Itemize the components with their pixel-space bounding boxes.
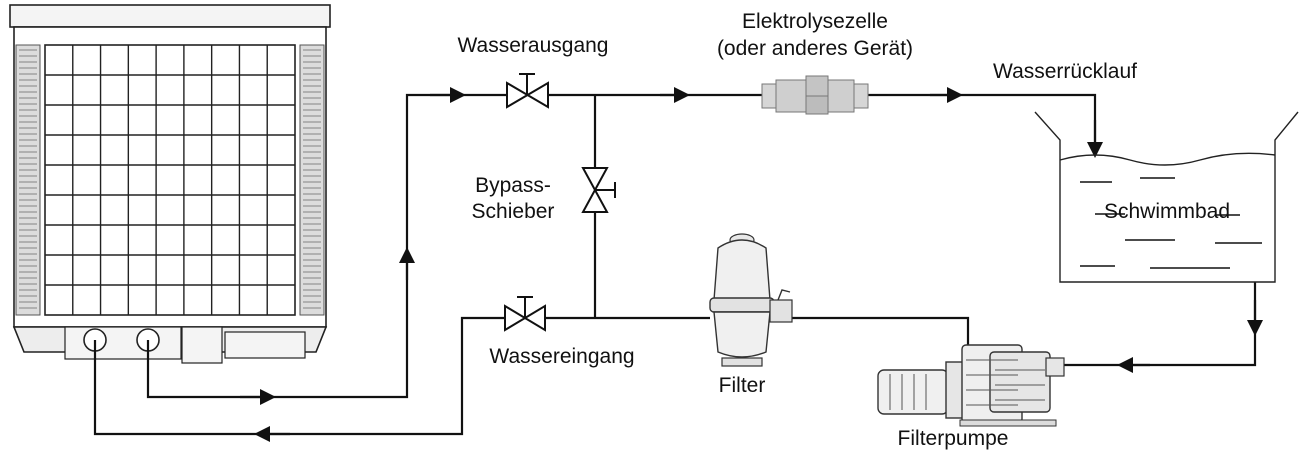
filter-pump-icon bbox=[877, 344, 1065, 427]
bypass-label-line1: Bypass- bbox=[475, 174, 551, 197]
bypass-valve-icon bbox=[581, 167, 616, 213]
heat-pump-unit-icon bbox=[9, 4, 331, 364]
bypass-label-line2: Schieber bbox=[472, 200, 555, 223]
filter-label: Filter bbox=[719, 374, 766, 397]
outlet-valve-icon bbox=[506, 73, 549, 109]
filter-icon bbox=[709, 233, 793, 367]
device-label-line1: Elektrolysezelle bbox=[742, 10, 888, 33]
inlet-valve-icon bbox=[504, 296, 546, 332]
outlet-label: Wasserausgang bbox=[458, 34, 609, 57]
pool-label: Schwimmbad bbox=[1104, 200, 1230, 223]
inlet-label: Wassereingang bbox=[489, 345, 634, 368]
electrolysis-cell-icon bbox=[761, 75, 869, 115]
return-label: Wasserrücklauf bbox=[993, 60, 1137, 83]
piping bbox=[93, 87, 1263, 442]
swimming-pool-icon bbox=[1034, 111, 1299, 283]
device-label-line2: (oder anderes Gerät) bbox=[717, 37, 913, 60]
pump-label: Filterpumpe bbox=[898, 427, 1009, 450]
